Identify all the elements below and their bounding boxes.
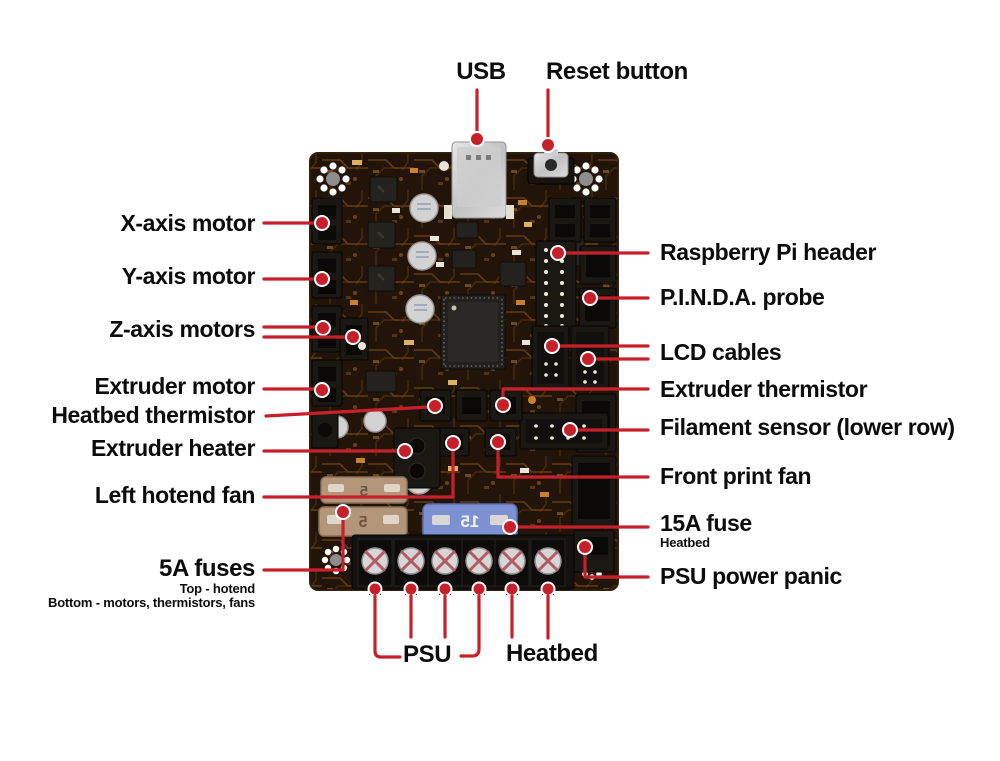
pointer-dot-reset: [540, 137, 556, 153]
pointer-dot-z-motor-2: [345, 329, 361, 345]
smd-components: [350, 160, 549, 497]
terminal-screws: [361, 547, 562, 575]
pointer-dot-extruder-thermistor: [495, 397, 511, 413]
mcu-chip: [440, 294, 506, 370]
label-y-axis-motor: Y-axis motor: [121, 263, 256, 289]
pointer-dot-15a-fuse: [502, 519, 518, 535]
pointer-dot-terminal-3: [437, 581, 453, 597]
board-photo: 5 5 15: [309, 141, 619, 595]
label-reset-button: Reset button: [546, 58, 688, 85]
pointer-dot-extruder-heater: [397, 443, 413, 459]
fuse-15a: 15: [422, 503, 518, 540]
pointer-dot-lcd-2: [580, 351, 596, 367]
label-left-hotend-fan: Left hotend fan: [94, 482, 255, 508]
label-15a-fuse: 15A fuse: [660, 510, 752, 536]
label-5a-fuses-sub-bottom: Bottom - motors, thermistors, fans: [48, 595, 255, 610]
pointer-dot-z-motor-1: [315, 320, 331, 336]
fuse-5a-top: 5: [320, 476, 408, 504]
label-pinda-probe: P.I.N.D.A. probe: [660, 284, 825, 310]
screw-terminals: [351, 534, 575, 595]
fuse-5a-bottom-label: 5: [358, 514, 367, 531]
pointer-dot-terminal-1: [367, 581, 383, 597]
label-15a-fuse-sub: Heatbed: [660, 535, 710, 550]
label-raspberry-pi-header: Raspberry Pi header: [660, 239, 877, 265]
label-filament-sensor: Filament sensor (lower row): [660, 414, 955, 440]
label-psu-power-panic: PSU power panic: [660, 563, 842, 589]
label-5a-fuses-group: 5A fuses Top - hotend Bottom - motors, t…: [0, 555, 256, 610]
fuse-15a-label: 15: [461, 512, 480, 531]
pointer-dot-terminal-2: [403, 581, 419, 597]
pointer-dot-rpi-header: [550, 245, 566, 261]
label-lcd-cables: LCD cables: [660, 339, 782, 365]
label-psu: PSU: [403, 641, 452, 668]
pointer-dot-5a-fuses: [335, 504, 351, 520]
usb-connector: [444, 141, 514, 219]
pointer-dot-y-motor: [314, 271, 330, 287]
leader-lines: [262, 88, 650, 659]
pointer-dot-terminal-6: [540, 581, 556, 597]
fuse-5a-bottom: 5: [318, 506, 408, 537]
pointer-dot-usb: [469, 131, 485, 147]
pointer-dot-terminal-5: [504, 581, 520, 597]
label-usb: USB: [456, 58, 506, 85]
label-5a-fuses-sub-top: Top - hotend: [179, 581, 256, 596]
reset-button-component: [527, 149, 575, 185]
label-z-axis-motors: Z-axis motors: [109, 316, 255, 342]
stepper-driver-chips: [365, 176, 398, 393]
mounting-hole-top-right: [569, 162, 603, 196]
pointer-dot-lcd-1: [544, 338, 560, 354]
label-extruder-heater: Extruder heater: [90, 435, 255, 461]
pointer-dot-extruder-motor: [314, 382, 330, 398]
extruder-heater-connector: [393, 427, 441, 489]
label-x-axis-motor: X-axis motor: [120, 210, 255, 236]
pointer-dot-terminal-4: [471, 581, 487, 597]
pointer-dot-x-motor: [314, 215, 330, 231]
pointer-dot-pinda: [582, 290, 598, 306]
pointer-dot-left-hotend-fan: [445, 435, 461, 451]
label-heatbed: Heatbed: [506, 640, 598, 667]
pointer-dot-psu-power-panic: [577, 539, 593, 555]
label-15a-fuse-group: 15A fuse Heatbed: [660, 510, 752, 550]
fuse-5a-top-label: 5: [360, 483, 368, 500]
pointer-dot-filament-sensor: [562, 422, 578, 438]
label-front-print-fan: Front print fan: [660, 463, 812, 489]
pointer-dot-front-print-fan: [490, 434, 506, 450]
label-heatbed-thermistor: Heatbed thermistor: [51, 402, 255, 428]
label-extruder-thermistor: Extruder thermistor: [660, 376, 868, 402]
label-5a-fuses: 5A fuses: [159, 555, 255, 582]
label-extruder-motor: Extruder motor: [94, 373, 255, 399]
pointer-dot-heatbed-thermistor: [427, 398, 443, 414]
mounting-hole-top-left: [316, 162, 350, 196]
